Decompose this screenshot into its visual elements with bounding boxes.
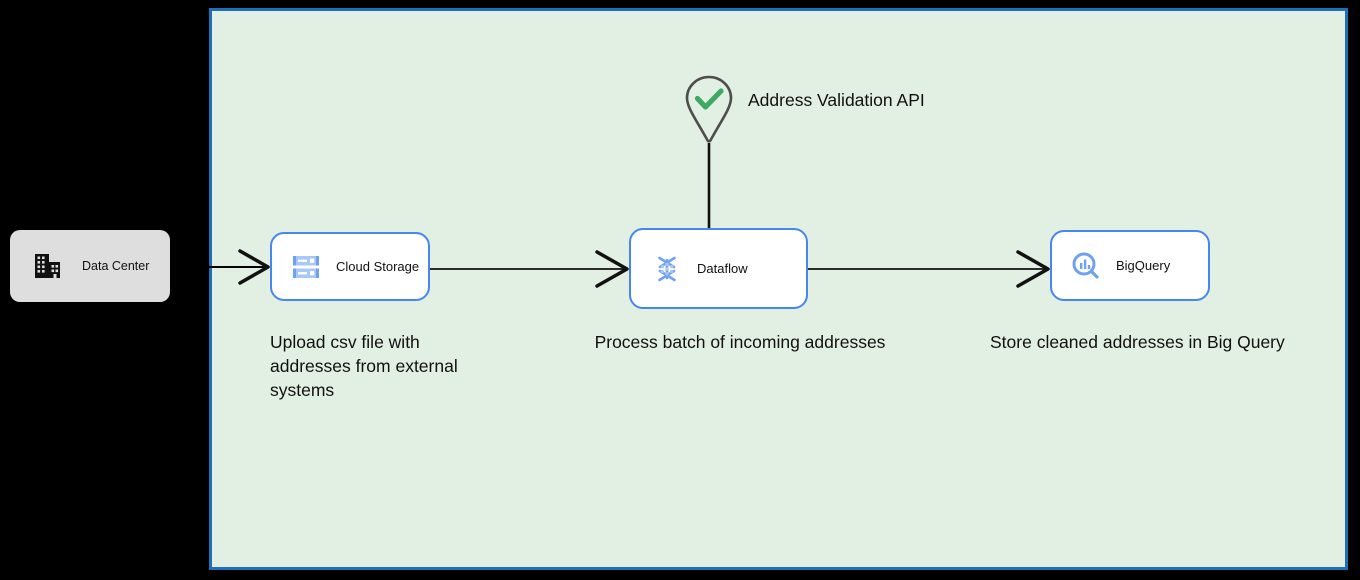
node-bigquery[interactable]: BigQuery bbox=[1050, 230, 1210, 301]
map-pin-check-icon bbox=[685, 75, 733, 143]
external-service-address-validation-api[interactable] bbox=[683, 74, 735, 144]
node-label-bigquery: BigQuery bbox=[1116, 257, 1171, 273]
cloud-storage-icon bbox=[293, 255, 319, 278]
node-label-dataflow: Dataflow bbox=[697, 260, 748, 276]
external-service-label: Address Validation API bbox=[748, 90, 925, 110]
node-cloud-storage[interactable]: Cloud Storage bbox=[270, 232, 430, 301]
node-label-cloud-storage: Cloud Storage bbox=[336, 258, 420, 274]
building-icon bbox=[35, 254, 60, 278]
bigquery-icon bbox=[1072, 252, 1099, 279]
caption-cloud-storage: Upload csv file with addresses from exte… bbox=[270, 332, 458, 400]
node-data-center[interactable]: Data Center bbox=[10, 230, 170, 302]
caption-bigquery: Store cleaned addresses in Big Query bbox=[990, 332, 1285, 352]
caption-dataflow: Process batch of incoming addresses bbox=[594, 332, 886, 352]
node-dataflow[interactable]: Dataflow bbox=[629, 228, 808, 309]
dataflow-icon bbox=[658, 256, 676, 281]
node-label-data-center: Data Center bbox=[82, 259, 150, 273]
